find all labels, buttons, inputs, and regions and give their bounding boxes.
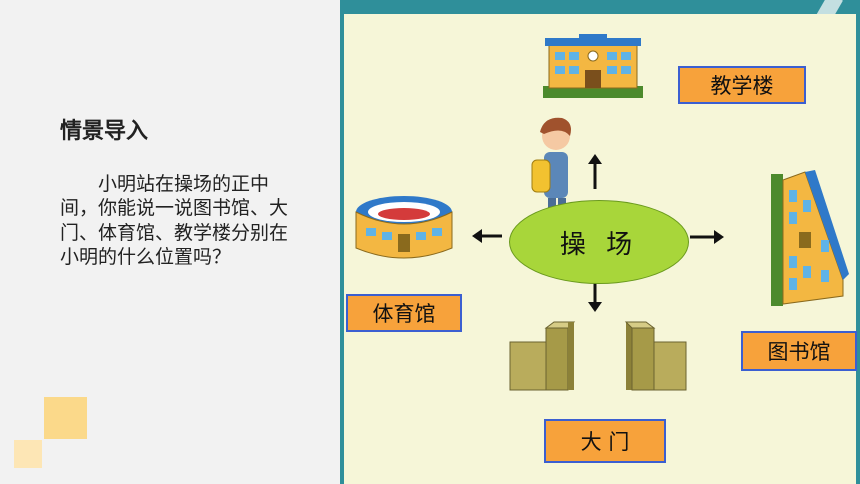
teaching-building-icon — [543, 34, 643, 98]
left-panel: 情景导入 小明站在操场的正中间，你能说一说图书馆、大门、体育馆、教学楼分别在小明… — [0, 0, 340, 484]
label-teaching-building: 教学楼 — [678, 66, 806, 104]
label-gate: 大 门 — [544, 419, 666, 463]
decor-square-small — [14, 440, 42, 468]
label-library: 图书馆 — [741, 331, 857, 371]
question-text: 小明站在操场的正中间，你能说一说图书馆、大门、体育馆、教学楼分别在小明的什么位置… — [60, 173, 289, 268]
gym-icon — [355, 196, 453, 259]
gate-icon — [509, 321, 687, 391]
decor-square-large — [44, 397, 87, 439]
heading: 情景导入 — [60, 119, 149, 144]
scene-board: 操 场 教学楼 体育馆 图书馆 大 门 — [344, 14, 857, 484]
scene-frame: 操 场 教学楼 体育馆 图书馆 大 门 — [340, 0, 860, 484]
library-icon — [771, 170, 849, 306]
label-gym: 体育馆 — [346, 294, 462, 332]
playground-ellipse: 操 场 — [509, 200, 689, 284]
direction-arrows — [472, 154, 724, 312]
